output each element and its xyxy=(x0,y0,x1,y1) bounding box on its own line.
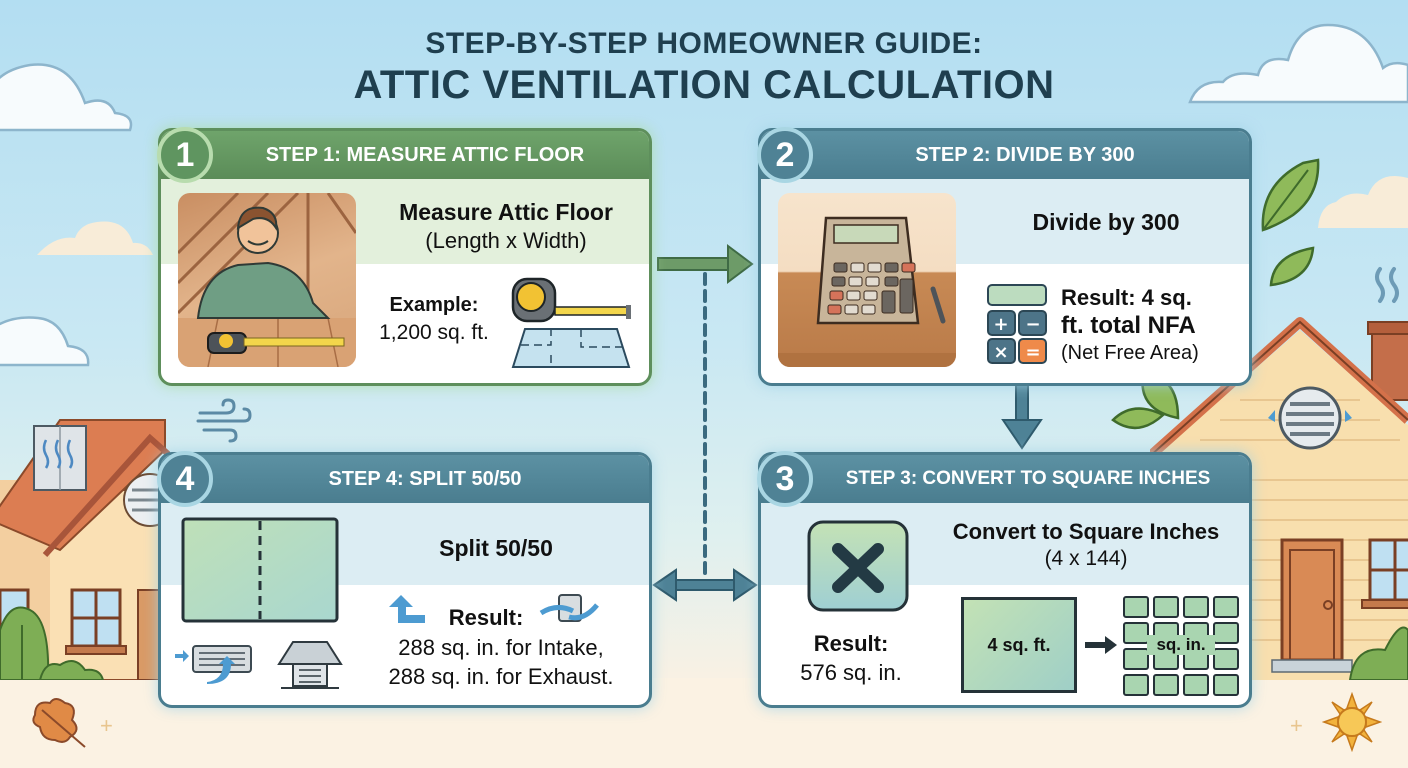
airflow-icon xyxy=(539,594,599,622)
step-1-subheading: (Length x Width) xyxy=(425,228,587,253)
step-3-result-value: 576 sq. in. xyxy=(800,660,902,685)
door-icon xyxy=(1271,538,1353,673)
steam-icon xyxy=(1375,267,1399,303)
step-4-card: STEP 4: SPLIT 50/50 4 Split 50/50 Result… xyxy=(157,451,652,708)
step-4-result-label: Result: xyxy=(448,605,524,630)
title-line-1: STEP-BY-STEP HOMEOWNER GUIDE: xyxy=(425,27,983,60)
arrow-down-icon xyxy=(1001,382,1043,450)
step-4-result-line-1: 288 sq. in. for Intake, xyxy=(398,635,604,660)
step-4-heading: Split 50/50 xyxy=(439,535,553,561)
exhaust-vent-icon xyxy=(277,641,343,689)
arrow-up-icon xyxy=(389,595,425,623)
step-2-heading: Divide by 300 xyxy=(1032,209,1180,235)
tape-measure-icon xyxy=(511,277,631,323)
leaf-icon xyxy=(1111,407,1166,429)
split-rectangle-icon xyxy=(181,517,339,623)
leaf-icon xyxy=(1269,246,1315,287)
step-2-badge: 2 xyxy=(757,127,813,183)
step-1-heading: Measure Attic Floor xyxy=(399,199,613,225)
step-2-result-note: (Net Free Area) xyxy=(1061,342,1199,364)
step-1-example-label: Example: xyxy=(389,294,479,316)
step-2-result-line-1: Result: 4 sq. xyxy=(1061,285,1192,310)
sun-icon xyxy=(1322,692,1382,752)
arrow-right-icon xyxy=(1085,636,1117,654)
svg-text:×: × xyxy=(993,342,1008,363)
wind-icon xyxy=(196,398,252,443)
gable-vent-icon xyxy=(1268,386,1352,450)
cloud-icon xyxy=(37,221,153,255)
bush-icon xyxy=(0,606,105,680)
step-4-result-line-2: 288 sq. in. for Exhaust. xyxy=(388,664,614,689)
multiply-icon xyxy=(807,520,909,612)
sparkle-icon: + xyxy=(1290,713,1303,738)
grid-icon xyxy=(1123,596,1239,696)
cloud-icon xyxy=(0,63,133,132)
sq-ft-box: 4 sq. ft. xyxy=(961,597,1077,693)
connector-arrows xyxy=(652,244,758,602)
svg-text:−: − xyxy=(1025,314,1040,335)
sq-in-label: sq. in. xyxy=(1147,635,1215,655)
svg-text:=: = xyxy=(1025,342,1040,363)
step-3-header: STEP 3: CONVERT TO SQUARE INCHES xyxy=(761,455,1249,503)
sparkle-icon: + xyxy=(100,713,113,738)
step-4-badge: 4 xyxy=(157,451,213,507)
sq-ft-label: 4 sq. ft. xyxy=(987,634,1051,655)
leaf-icon xyxy=(1261,158,1320,232)
intake-vent-icon xyxy=(175,645,252,684)
calculator-keys-icon: +−× = xyxy=(987,284,1047,364)
cloud-icon xyxy=(1318,176,1408,228)
step-4-header: STEP 4: SPLIT 50/50 xyxy=(161,455,649,503)
cloud-icon xyxy=(0,316,90,367)
cloud-icon xyxy=(1188,23,1408,104)
title-line-2: ATTIC VENTILATION CALCULATION xyxy=(353,63,1055,107)
step-1-card: STEP 1: MEASURE ATTIC FLOOR 1 Measure At… xyxy=(157,127,652,386)
step-1-example-value: 1,200 sq. ft. xyxy=(379,321,489,344)
step-3-subheading: (4 x 144) xyxy=(1044,547,1128,570)
step-1-badge: 1 xyxy=(157,127,213,183)
left-house xyxy=(0,419,170,680)
step-3-badge: 3 xyxy=(757,451,813,507)
page-title: STEP-BY-STEP HOMEOWNER GUIDE: ATTIC VENT… xyxy=(0,26,1408,108)
oak-leaf-icon xyxy=(32,698,86,748)
roof-vent-icon xyxy=(33,425,87,491)
window-icon xyxy=(1361,538,1408,609)
step-3-result-label: Result: xyxy=(813,631,889,656)
svg-text:+: + xyxy=(993,314,1008,335)
step-3-heading: Convert to Square Inches xyxy=(952,519,1220,544)
step-2-header: STEP 2: DIVIDE BY 300 xyxy=(761,131,1249,179)
window-icon xyxy=(65,588,127,655)
floor-plan-icon xyxy=(511,328,631,368)
person-measuring-attic-illustration xyxy=(178,193,356,367)
arrow-right-icon xyxy=(657,244,754,284)
step-3-card: STEP 3: CONVERT TO SQUARE INCHES 3 Conve… xyxy=(757,451,1252,708)
double-arrow-icon xyxy=(652,568,758,602)
calculator-illustration xyxy=(778,193,956,367)
step-1-header: STEP 1: MEASURE ATTIC FLOOR xyxy=(161,131,649,179)
step-2-card: STEP 2: DIVIDE BY 300 2 Divide by 300 +−… xyxy=(757,127,1252,386)
step-2-result-line-2: ft. total NFA xyxy=(1061,312,1196,339)
